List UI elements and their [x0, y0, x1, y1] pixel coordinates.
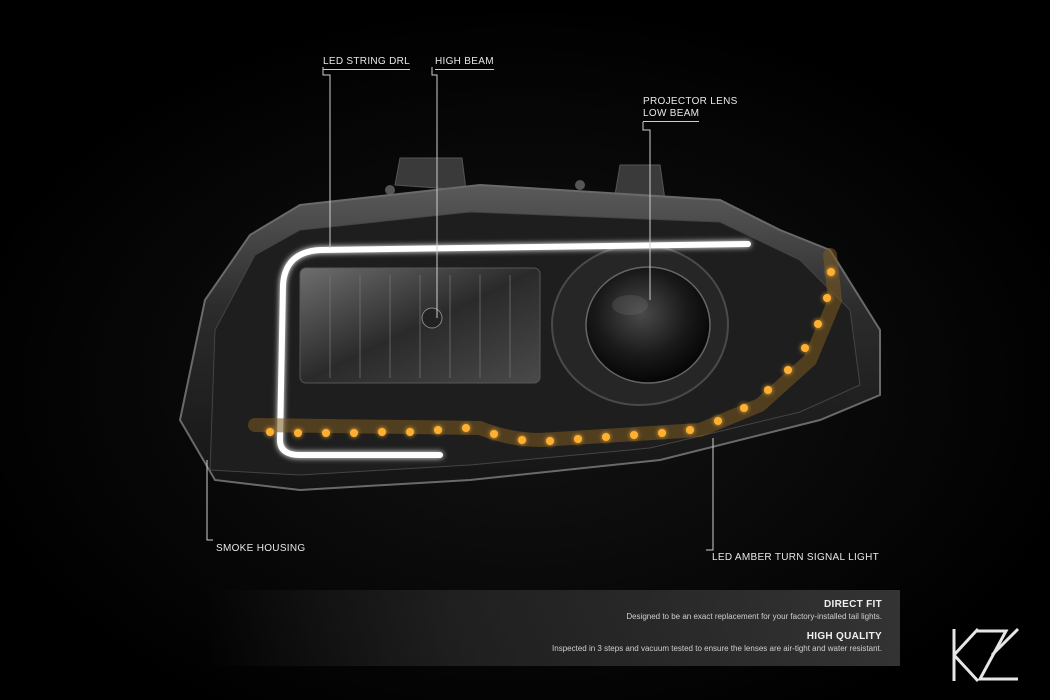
- feature-title: HIGH QUALITY: [806, 631, 882, 642]
- high-beam-reflector: [299, 267, 541, 384]
- amber-turn-signal-strip: [248, 248, 843, 448]
- callout-high-beam: HIGH BEAM: [435, 56, 494, 70]
- led-string-drl: [276, 241, 751, 458]
- mounting-brackets: [385, 157, 666, 201]
- callout-led-amber-turn-signal: LED AMBER TURN SIGNAL LIGHT: [712, 552, 879, 564]
- feature-description: Designed to be an exact replacement for …: [626, 612, 882, 621]
- projector-lens: [551, 244, 729, 406]
- feature-info-panel: DIRECT FIT Designed to be an exact repla…: [207, 590, 900, 666]
- callout-led-string-drl-label: LED STRING DRL: [323, 56, 410, 70]
- callout-led-amber-turn-signal-label: LED AMBER TURN SIGNAL LIGHT: [712, 552, 880, 563]
- feature-title: DIRECT FIT: [824, 599, 882, 610]
- feature-high-quality: HIGH QUALITY Inspected in 3 steps and va…: [552, 631, 882, 653]
- callout-low-beam-label: LOW BEAM: [643, 108, 700, 122]
- callout-leaders: [206, 67, 714, 551]
- feature-description: Inspected in 3 steps and vacuum tested t…: [552, 644, 882, 653]
- callout-projector-lens: PROJECTOR LENS LOW BEAM: [643, 96, 738, 122]
- callout-led-string-drl: LED STRING DRL: [323, 56, 410, 70]
- feature-direct-fit: DIRECT FIT Designed to be an exact repla…: [626, 599, 882, 621]
- brand-monogram-icon: [952, 627, 1020, 683]
- callout-projector-lens-label: PROJECTOR LENS: [643, 96, 738, 107]
- callout-smoke-housing-label: SMOKE HOUSING: [216, 543, 306, 554]
- callout-high-beam-label: HIGH BEAM: [435, 56, 494, 70]
- callout-smoke-housing: SMOKE HOUSING: [216, 543, 305, 555]
